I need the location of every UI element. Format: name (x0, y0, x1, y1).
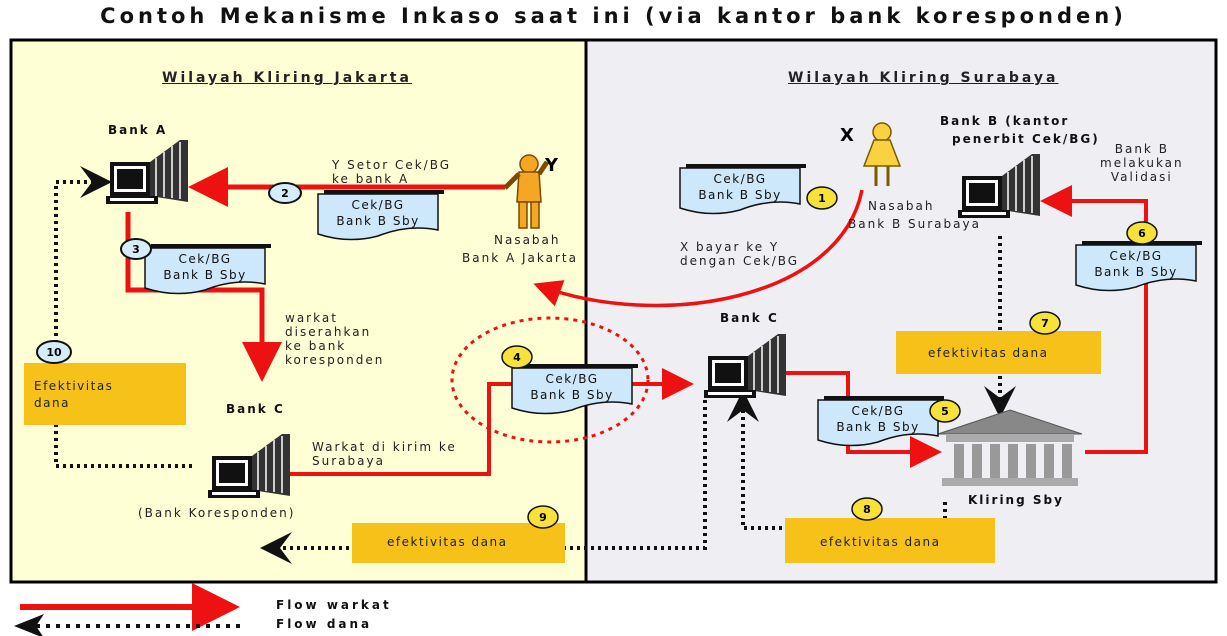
bank-c-sby-label: Bank C (720, 311, 779, 325)
document-doc4 (511, 364, 638, 415)
fund-box-8-text: efektivitas dana (820, 535, 941, 549)
svg-text:9: 9 (539, 511, 547, 524)
fund-box-10 (24, 363, 186, 425)
flow-warkat-6 (1040, 185, 1148, 454)
svg-text:2: 2 (281, 187, 289, 200)
bank-b-label-line1: Bank B (kantor (940, 114, 1070, 128)
bank-a-label: Bank A (108, 123, 168, 137)
kliring-building-icon (937, 409, 1083, 486)
step-badge-9: 9 (527, 505, 559, 529)
person-y-marker: Y (545, 155, 559, 176)
surabaya-region (584, 38, 1218, 584)
step-badge-6: 6 (1126, 221, 1158, 245)
highlight-circle (450, 316, 650, 444)
step-badge-5: 5 (929, 399, 961, 423)
step-badge-2: 2 (268, 182, 302, 204)
svg-text:5: 5 (941, 405, 949, 418)
legend-dana-arrow (14, 614, 244, 636)
svg-text:7: 7 (1041, 317, 1049, 330)
fund-box-9 (352, 523, 565, 563)
flow-dana-10 (54, 166, 192, 468)
document-doc5 (817, 396, 944, 447)
svg-text:6: 6 (1138, 227, 1146, 240)
region-title-surabaya: Wilayah Kliring Surabaya (788, 70, 1059, 86)
kliring-label: Kliring Sby (968, 493, 1064, 507)
document-doc1 (679, 164, 806, 215)
step-badge-3: 3 (120, 238, 152, 260)
fund-box-7 (896, 331, 1101, 374)
svg-text:1: 1 (818, 192, 826, 205)
svg-text:8: 8 (863, 503, 871, 516)
bank-b-label-line2: penerbit Cek/BG) (952, 132, 1100, 146)
document-doc3 (144, 244, 271, 295)
step-badge-1: 1 (806, 186, 838, 210)
svg-text:4: 4 (513, 351, 521, 364)
legend-dana-label: Flow dana (276, 617, 373, 631)
nasabah-a-line1: Nasabah (494, 233, 561, 247)
document-doc2 (317, 190, 444, 241)
nasabah-b-line2: Bank B Surabaya (848, 217, 981, 231)
jakarta-region (9, 38, 588, 584)
svg-text:10: 10 (46, 346, 62, 359)
nasabah-a-line2: Bank A Jakarta (462, 251, 578, 265)
fund-box-9-text: efektivitas dana (387, 535, 508, 549)
fund-box-8 (785, 518, 995, 563)
svg-text:3: 3 (132, 243, 140, 256)
step-badge-8: 8 (851, 497, 883, 521)
flow-warkat-1 (533, 189, 864, 308)
person-x-marker: X (840, 125, 854, 146)
region-title-jakarta: Wilayah Kliring Jakarta (162, 70, 412, 86)
legend-warkat-label: Flow warkat (276, 598, 392, 612)
step-badge-10: 10 (36, 340, 72, 364)
nasabah-b-line1: Nasabah (868, 199, 935, 213)
step-badge-7: 7 (1029, 311, 1061, 335)
flow-dana-9 (260, 400, 707, 564)
bank-c-jkt-label: Bank C (226, 402, 285, 416)
step-badge-4: 4 (501, 345, 533, 369)
page-title: Contoh Mekanisme Inkaso saat ini (via ka… (100, 4, 1127, 28)
bank-c-jkt-sublabel: (Bank Koresponden) (138, 506, 296, 520)
fund-box-7-text: efektivitas dana (928, 346, 1049, 360)
